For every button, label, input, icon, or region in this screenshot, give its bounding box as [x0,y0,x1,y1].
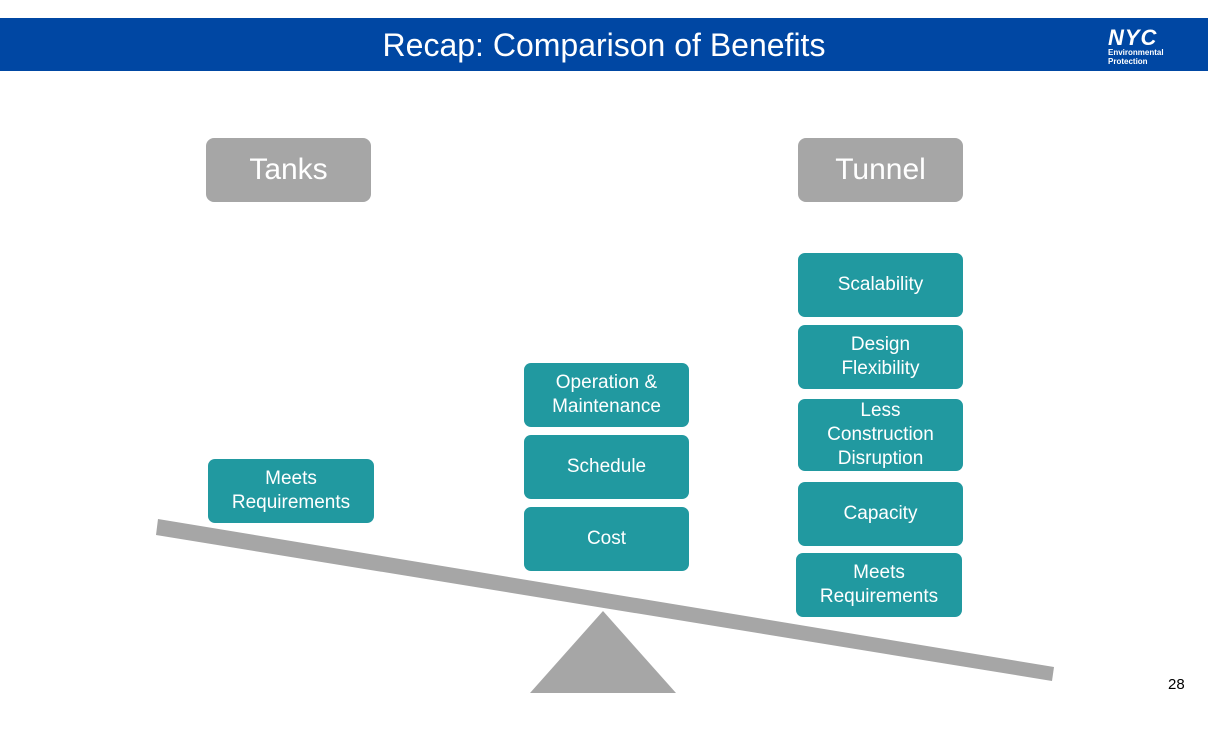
tunnel-benefit-design-flexibility: Design Flexibility [798,325,963,389]
center-benefit-operation-maintenance: Operation & Maintenance [524,363,689,427]
tunnel-benefit-capacity: Capacity [798,482,963,546]
tanks-label: Tanks [206,138,371,202]
benefit-label: Meets Requirements [231,468,351,513]
benefit-label: Less Construction Disruption [827,400,934,469]
title-bar: Recap: Comparison of Benefits NYC Enviro… [0,18,1208,71]
tunnel-benefit-less-construction-disruption: Less Construction Disruption [798,399,963,471]
center-benefit-cost: Cost [524,507,689,571]
benefit-label: Capacity [843,503,918,524]
nyc-dep-logo: NYC Environmental Protection [1108,25,1202,68]
logo-line-1: Environmental [1108,48,1164,57]
benefit-label: Operation & Maintenance [552,372,661,417]
benefit-label: Schedule [566,456,647,477]
logo-line-2: Protection [1108,57,1148,66]
scale-fulcrum [530,611,676,693]
benefit-label: Design Flexibility [841,334,920,379]
tunnel-benefit-scalability: Scalability [798,253,963,317]
slide-title: Recap: Comparison of Benefits [382,27,826,63]
tunnel-label: Tunnel [798,138,963,202]
scale-beam [156,519,1054,681]
benefit-label: Meets Requirements [819,562,939,607]
benefit-label: Cost [586,528,627,549]
center-benefit-schedule: Schedule [524,435,689,499]
tunnel-benefit-meets-requirements: Meets Requirements [796,553,962,617]
tanks-benefit-meets-requirements: Meets Requirements [208,459,374,523]
benefit-label: Scalability [837,274,924,295]
logo-mark: NYC [1108,25,1158,50]
page-number: 28 [1168,676,1185,693]
